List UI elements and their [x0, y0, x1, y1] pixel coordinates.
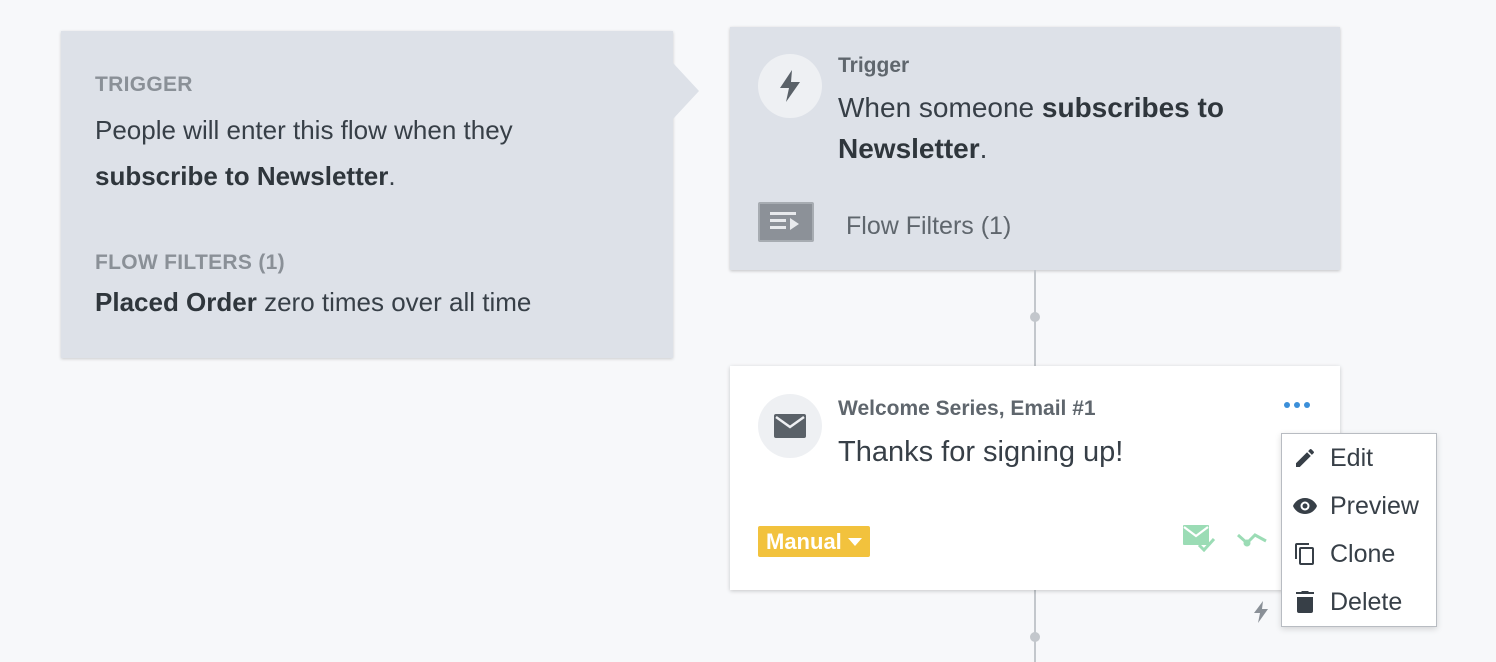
- email-label: Welcome Series, Email #1: [838, 397, 1096, 420]
- trend-icon[interactable]: [1236, 525, 1268, 549]
- trigger-info-panel: TRIGGER People will enter this flow when…: [61, 31, 699, 358]
- trigger-description-text: People will enter this flow when they: [95, 115, 513, 145]
- lightning-bolt-icon: [1254, 601, 1268, 623]
- flow-filter-icon[interactable]: [758, 202, 814, 242]
- connector-dot: [1030, 312, 1040, 322]
- email-card[interactable]: Welcome Series, Email #1 Thanks for sign…: [730, 366, 1340, 590]
- trigger-label: Trigger: [838, 54, 910, 77]
- caret-down-icon: [847, 537, 862, 546]
- menu-item-preview[interactable]: Preview: [1282, 482, 1436, 530]
- menu-item-label: Delete: [1330, 587, 1403, 616]
- email-context-menu: Edit Preview Clone Delete: [1281, 433, 1437, 627]
- trigger-description-bold: subscribe to Newsletter: [95, 161, 389, 191]
- trigger-mini-icon: [1251, 600, 1271, 629]
- filters-description-bold: Placed Order: [95, 287, 257, 317]
- filters-description-text: zero times over all time: [256, 287, 532, 317]
- filters-description: Placed Order zero times over all time: [95, 279, 635, 325]
- menu-item-clone[interactable]: Clone: [1282, 530, 1436, 578]
- dot-icon: [1294, 402, 1300, 408]
- flow-filters-link[interactable]: Flow Filters (1): [846, 212, 1012, 240]
- trigger-description: People will enter this flow when they su…: [95, 107, 635, 199]
- email-check-icon[interactable]: [1182, 522, 1216, 552]
- flow-connector-lower: [1034, 590, 1036, 662]
- info-panel-pointer: [673, 63, 699, 119]
- dot-icon: [1304, 402, 1310, 408]
- trigger-card[interactable]: Trigger When someone subscribes to Newsl…: [730, 27, 1340, 270]
- menu-item-edit[interactable]: Edit: [1282, 434, 1436, 482]
- trigger-title: When someone subscribes to Newsletter.: [838, 87, 1308, 169]
- trigger-description-period: .: [388, 161, 396, 191]
- filter-lines-icon: [770, 212, 799, 230]
- mode-label: Manual: [766, 528, 842, 554]
- eye-icon: [1292, 493, 1318, 519]
- pencil-icon: [1292, 445, 1318, 471]
- menu-item-label: Edit: [1330, 443, 1374, 472]
- menu-item-label: Preview: [1330, 491, 1419, 520]
- trash-icon: [1292, 589, 1318, 615]
- status-icons: [1182, 522, 1268, 552]
- email-icon-circle: [758, 394, 822, 458]
- dot-icon: [1284, 402, 1290, 408]
- email-title: Thanks for signing up!: [838, 436, 1124, 468]
- lightning-bolt-icon: [780, 70, 800, 102]
- filters-heading: FLOW FILTERS (1): [95, 251, 285, 274]
- trigger-title-prefix: When someone: [838, 92, 1042, 123]
- trigger-title-suffix: .: [979, 133, 988, 164]
- trigger-title-bold-1: subscribes to: [1041, 92, 1224, 123]
- mode-dropdown[interactable]: Manual: [758, 526, 870, 557]
- trigger-icon-circle: [758, 54, 822, 118]
- connector-dot-lower: [1030, 632, 1040, 642]
- menu-item-delete[interactable]: Delete: [1282, 578, 1436, 626]
- menu-item-label: Clone: [1330, 539, 1396, 568]
- trigger-heading: TRIGGER: [95, 73, 193, 96]
- more-options-button[interactable]: [1284, 402, 1310, 408]
- envelope-icon: [774, 414, 806, 438]
- copy-icon: [1292, 541, 1318, 567]
- trigger-title-bold-2: Newsletter: [838, 133, 980, 164]
